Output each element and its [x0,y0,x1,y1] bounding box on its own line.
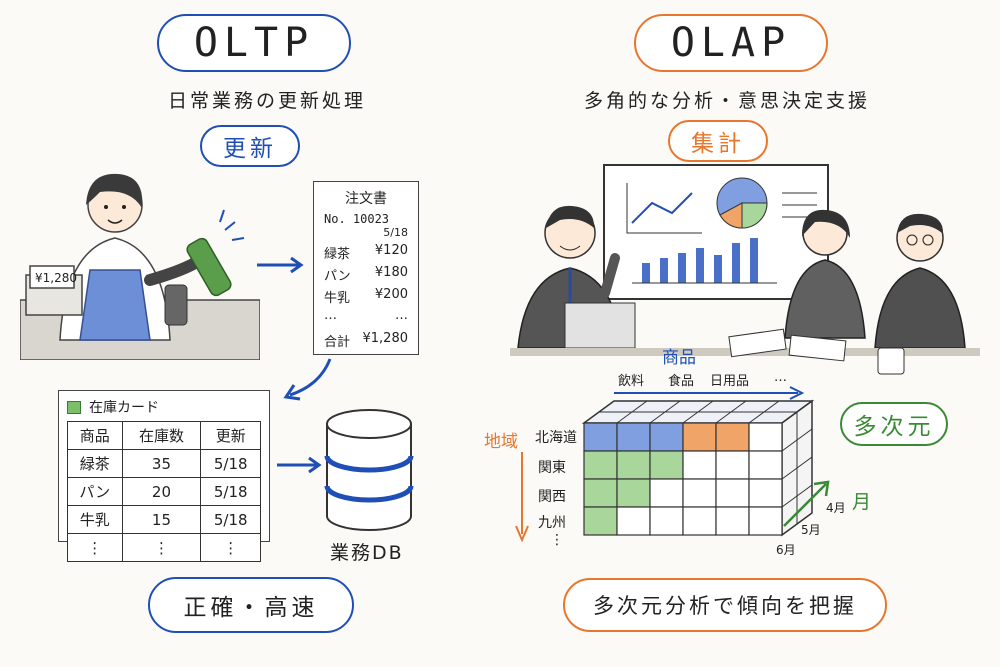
table-cell: 5/18 [200,505,261,534]
oltp-title: OLTP [157,14,351,72]
table-cell: 牛乳 [67,505,123,534]
inventory-table-header-row: 商品 在庫数 更新 [67,421,261,450]
dimension-tag: 多次元 [840,402,948,446]
oltp-footer-text: 正確・高速 [183,595,319,621]
order-total: ¥1,280 [362,331,409,346]
product-axis-label: 商品 [662,348,696,368]
region-label: 北海道 [535,430,577,446]
database-icon [324,409,414,531]
table-cell: 緑茶 [67,449,123,478]
month-label: 6月 [776,543,796,557]
region-axis-label: 地域 [484,432,518,452]
table-row: ⋮ ⋮ ⋮ [67,533,261,562]
order-item: パン [324,269,351,284]
product-category: 日用品 [710,374,750,389]
region-label: 関東 [538,460,566,476]
region-label: 関西 [538,489,566,505]
order-item: 緑茶 [324,247,351,262]
table-row: 緑茶 35 5/18 [67,449,261,478]
order-row: 緑茶 ¥120 [324,243,408,262]
dimension-tag-text: 多次元 [853,414,935,440]
table-cell: ⋮ [200,533,261,562]
inventory-header: 在庫カード [67,397,261,417]
table-cell: 5/18 [200,449,261,478]
month-axis-arrow [783,480,830,527]
month-label: 5月 [801,523,821,537]
table-cell: 15 [121,505,202,534]
region-label: 九州 [538,515,566,531]
region-label: ⋮ [550,532,564,548]
order-item: 牛乳 [324,291,351,306]
product-axis-arrow [614,386,805,400]
olap-tag-text: 集計 [691,131,745,157]
olap-title: OLAP [634,14,828,72]
arrow-to-db [277,456,322,474]
data-cube [581,399,815,537]
olap-subtitle: 多角的な分析・意思決定支援 [584,90,871,112]
order-slip: 注文書 No. 10023 5/18 緑茶 ¥120 パン ¥180 牛乳 ¥2… [313,181,419,355]
order-total-label: 合計 [324,335,351,350]
oltp-subtitle: 日常業務の更新処理 [168,90,367,112]
dashboard-board [603,164,829,300]
product-category: … [774,370,787,385]
cashier-illustration [20,173,260,360]
oltp-footer-badge: 正確・高速 [148,577,354,633]
order-price: ¥120 [374,243,408,258]
olap-tag: 集計 [668,120,768,162]
order-date: 5/18 [383,226,408,239]
table-row: パン 20 5/18 [67,477,261,506]
region-axis-arrow [515,452,529,542]
table-cell: 5/18 [200,477,261,506]
table-cell: 35 [121,449,202,478]
arrow-to-order [257,256,304,274]
inventory-col-header: 在庫数 [121,421,202,450]
order-row: 牛乳 ¥200 [324,287,408,306]
product-category: 飲料 [618,374,645,389]
table-row: 牛乳 15 5/18 [67,505,261,534]
register-price: ¥1,280 [35,271,77,285]
db-label: 業務DB [330,542,404,564]
month-label: 4月 [826,501,846,515]
olap-footer-badge: 多次元分析で傾向を把握 [563,578,887,632]
order-ellipsis: … [324,308,337,323]
olap-footer-text: 多次元分析で傾向を把握 [593,594,857,618]
order-ellipsis-row: … … [324,308,408,323]
month-axis-label: 月 [852,491,872,513]
table-cell: ⋮ [121,533,202,562]
table-cell: ⋮ [67,533,123,562]
inventory-title: 在庫カード [89,400,159,416]
oltp-title-text: OLTP [193,20,315,66]
order-price: ¥200 [374,287,408,302]
table-cell: 20 [121,477,202,506]
box-icon [67,400,81,414]
order-ellipsis: … [395,308,408,323]
order-title: 注文書 [345,191,387,207]
order-number: No. 10023 [324,212,390,226]
order-price: ¥180 [374,265,408,280]
product-category: 食品 [668,374,695,389]
table-cell: パン [67,477,123,506]
order-total-row: 合計 ¥1,280 [324,331,408,350]
inventory-table: 商品 在庫数 更新 緑茶 35 5/18 パン 20 5/18 牛乳 15 5/… [67,421,261,562]
olap-title-text: OLAP [670,20,792,66]
arrow-to-inventory [283,358,332,401]
oltp-tag-text: 更新 [223,136,277,162]
inventory-card: 在庫カード 商品 在庫数 更新 緑茶 35 5/18 パン 20 5/18 牛乳… [58,390,270,562]
analysts-illustration [510,205,980,375]
oltp-tag: 更新 [200,125,300,167]
inventory-col-header: 商品 [67,421,123,450]
order-row: パン ¥180 [324,265,408,284]
inventory-col-header: 更新 [200,421,261,450]
